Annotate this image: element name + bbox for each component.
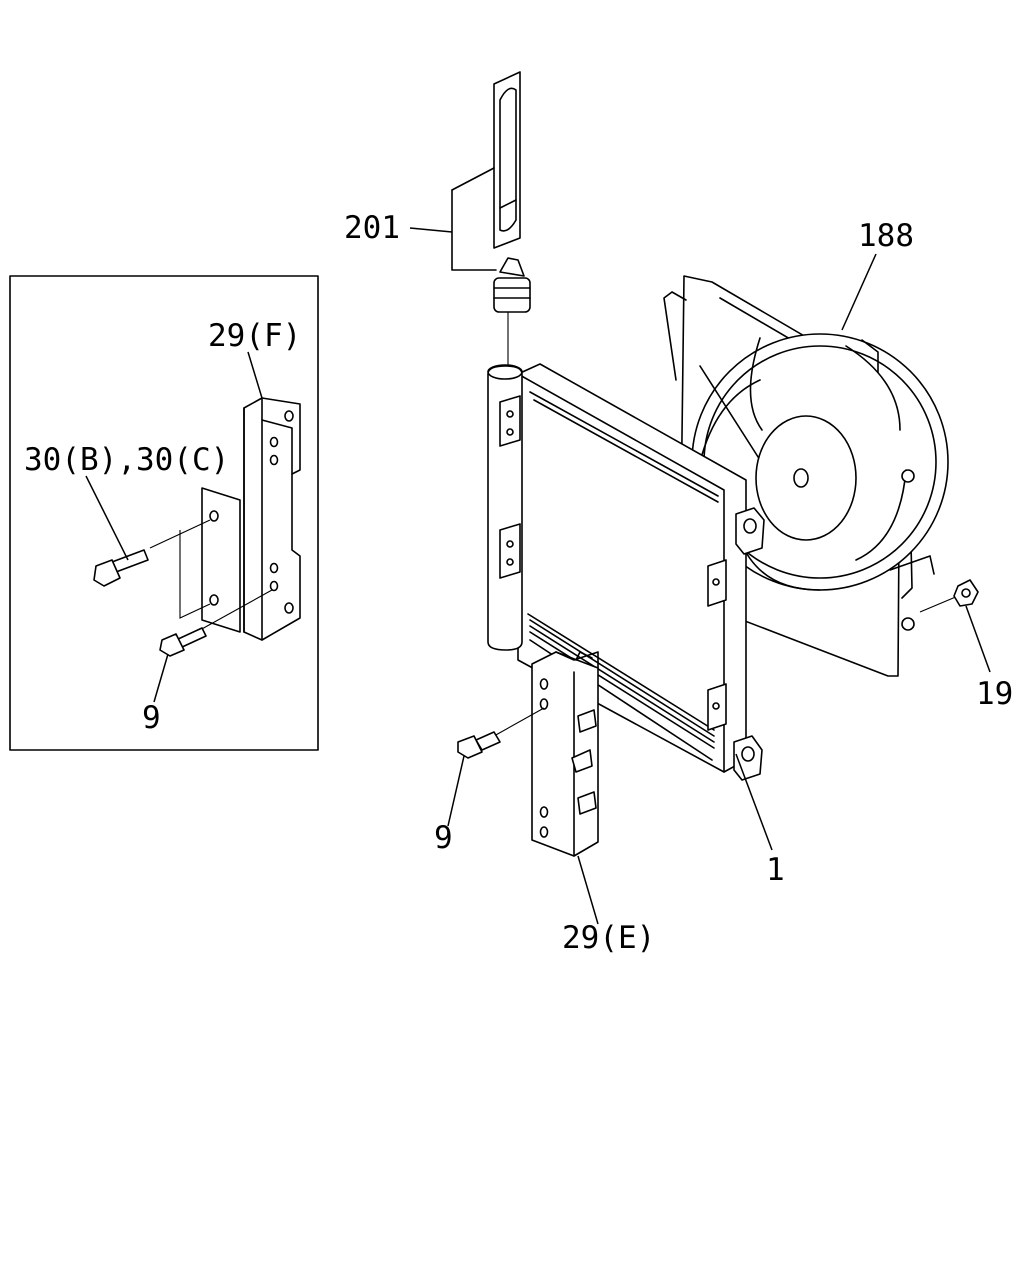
leader-29f	[247, 351, 263, 399]
bolt-30bc-drawing	[93, 519, 211, 619]
callout-29e: 29(E)	[562, 920, 655, 956]
callout-9-main: 9	[434, 820, 453, 856]
bolt-9-main-drawing	[447, 707, 545, 827]
bracket-29f-drawing	[201, 397, 301, 641]
bolt-9-inset-drawing	[159, 589, 273, 657]
leader-1	[735, 753, 773, 851]
inset-frame	[9, 275, 319, 751]
leader-29e	[577, 855, 599, 925]
leader-188	[841, 253, 877, 331]
nut-19-drawing	[919, 579, 991, 673]
callout-201: 201	[344, 210, 400, 246]
drier-filter-drawing	[409, 71, 531, 370]
callout-188: 188	[858, 218, 914, 254]
leader-9-main	[447, 755, 465, 827]
callout-30bc: 30(B),30(C)	[24, 442, 229, 478]
leader-19	[965, 605, 991, 673]
bracket-29e-drawing	[531, 651, 599, 925]
callout-9-inset: 9	[142, 700, 161, 736]
leader-9-inset	[153, 653, 169, 703]
callout-19: 19	[976, 676, 1013, 712]
callout-1: 1	[766, 852, 785, 888]
inset-detail	[9, 275, 319, 751]
leader-30bc	[85, 475, 129, 561]
leader-201	[409, 227, 453, 233]
callout-29f: 29(F)	[208, 318, 301, 354]
